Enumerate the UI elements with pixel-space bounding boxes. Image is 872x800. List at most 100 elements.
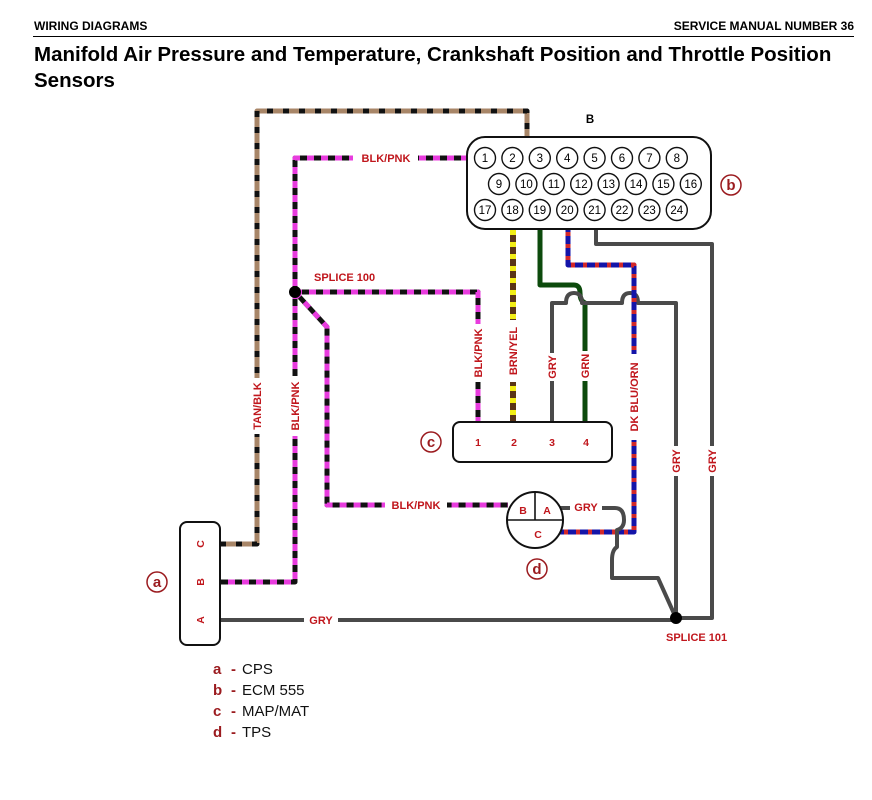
callout-b: b	[720, 174, 742, 196]
ecm-pin-circle	[528, 198, 551, 222]
ecm-pin-circle	[638, 146, 661, 170]
ecm-pin-label: 12	[575, 179, 588, 191]
ecm-pin-circle	[583, 146, 606, 170]
ecm-pin-label: 4	[564, 153, 571, 165]
label-brn-yel: BRN/YEL	[508, 327, 520, 376]
callout-a: a	[146, 571, 168, 593]
tps-pin-a: A	[543, 505, 551, 517]
label-splice-100: SPLICE 100	[314, 272, 375, 284]
ecm-pin-label: 15	[657, 179, 670, 191]
ecm-pin-label: 22	[616, 205, 629, 217]
cps-pin-b: B	[195, 578, 207, 586]
ecm-pin-label: 10	[520, 179, 533, 191]
tps-sensor: B A C	[506, 491, 564, 549]
ecm-pin-label: 18	[506, 205, 519, 217]
svg-text:b: b	[726, 177, 735, 194]
ecm-pin-circle	[665, 198, 688, 222]
legend-value: MAP/MAT	[242, 703, 310, 720]
callout-c: c	[420, 431, 442, 453]
ecm-pin-label: 13	[602, 179, 615, 191]
ecm-pin-circle	[638, 198, 661, 222]
legend-value: CPS	[242, 661, 273, 678]
ecm-pin-label: 5	[591, 153, 597, 165]
tps-pin-b: B	[519, 505, 527, 517]
ecm-pin-circle	[556, 146, 579, 170]
ecm-pin-circle	[624, 172, 648, 196]
page-title: Manifold Air Pressure and Temperature, C…	[34, 43, 832, 92]
ecm-pin-label: 3	[537, 153, 543, 165]
ecm-pin-label: 14	[630, 179, 643, 191]
map-pin-2: 2	[511, 437, 517, 449]
ecm-pin-circle	[501, 198, 524, 222]
legend-key: a	[213, 661, 222, 678]
legend-key: c	[213, 703, 222, 720]
label-gry-right: GRY	[707, 449, 719, 473]
label-blk-pnk-tps: BLK/PNK	[392, 500, 441, 512]
ecm-pin-circle	[570, 172, 593, 196]
splice-100-dot	[289, 286, 301, 298]
ecm-pin-label: 23	[643, 205, 656, 217]
ecm-pin-circle	[652, 172, 675, 196]
tps-pin-c: C	[534, 529, 542, 541]
ecm-pin-label: 7	[646, 153, 652, 165]
ecm-pin-circle	[542, 172, 565, 196]
ecm-pin-label: 16	[684, 179, 697, 191]
label-gry-tps: GRY	[574, 502, 598, 514]
legend-key: b	[213, 682, 223, 699]
label-gry-bottom: GRY	[309, 615, 333, 627]
cps-connector: C B A	[179, 521, 221, 646]
map-mat-connector: 1 2 3 4	[452, 421, 613, 463]
legend-row-d: d-TPS	[213, 724, 272, 741]
ecm-pin-label: 9	[496, 179, 502, 191]
ecm-pin-label: 2	[509, 153, 515, 165]
ecm-pin-circle	[583, 198, 606, 222]
cps-pin-c: C	[195, 540, 207, 548]
ecm-pin-label: 11	[548, 179, 560, 191]
legend: a-CPS b-ECM 555 c-MAP/MAT d-TPS	[213, 659, 309, 743]
ecm-pin-circle	[501, 146, 524, 170]
label-gry-map: GRY	[547, 355, 559, 379]
ecm-pin-circle	[610, 146, 634, 170]
ecm-connector-label: B	[586, 114, 594, 126]
legend-row-b: b-ECM 555	[213, 682, 305, 699]
wire-label-group: BLK/PNK SPLICE 100 BLK/PNK GRY GRY SPLIC…	[250, 151, 727, 644]
ecm-pin-circle	[610, 198, 634, 222]
wire-blk-pnk	[220, 155, 508, 585]
label-splice-101: SPLICE 101	[666, 632, 727, 644]
label-gry-mid: GRY	[671, 449, 683, 473]
ecm-pin-circle	[597, 172, 620, 196]
ecm-pin-label: 17	[479, 205, 492, 217]
header-rule	[33, 36, 854, 37]
ecm-pin-circle	[487, 172, 511, 196]
svg-text:c: c	[427, 434, 435, 451]
legend-key: d	[213, 724, 223, 741]
ecm-pin-label: 6	[619, 153, 625, 165]
cps-pin-a: A	[195, 616, 207, 624]
ecm-pin-label: 19	[533, 205, 546, 217]
map-pin-1: 1	[475, 437, 481, 449]
label-blk-pnk-left: BLK/PNK	[290, 382, 302, 431]
ecm-pin-circle	[665, 146, 688, 170]
legend-value: TPS	[242, 724, 272, 741]
wire-gry-tps	[556, 506, 678, 619]
label-blk-pnk-top: BLK/PNK	[362, 153, 411, 165]
ecm-pin-circle	[473, 146, 497, 170]
ecm-pin-circle	[556, 198, 579, 222]
map-pin-3: 3	[549, 437, 555, 449]
legend-row-a: a-CPS	[213, 661, 273, 678]
legend-row-c: c-MAP/MAT	[213, 703, 310, 720]
ecm-pin-label: 8	[674, 153, 680, 165]
ecm-pin-circle	[528, 146, 551, 170]
ecm-pin-label: 20	[561, 205, 574, 217]
label-dk-blu-orn: DK BLU/ORN	[629, 362, 641, 431]
ecm-pin-label: 21	[588, 205, 601, 217]
wire-dk-blu-orn	[556, 220, 637, 535]
svg-text:d: d	[532, 561, 541, 578]
header-right: SERVICE MANUAL NUMBER 36	[673, 19, 854, 33]
ecm-pin-label: 1	[482, 153, 488, 165]
header-left: WIRING DIAGRAMS	[34, 19, 148, 33]
label-grn: GRN	[580, 354, 592, 379]
legend-value: ECM 555	[242, 682, 305, 699]
